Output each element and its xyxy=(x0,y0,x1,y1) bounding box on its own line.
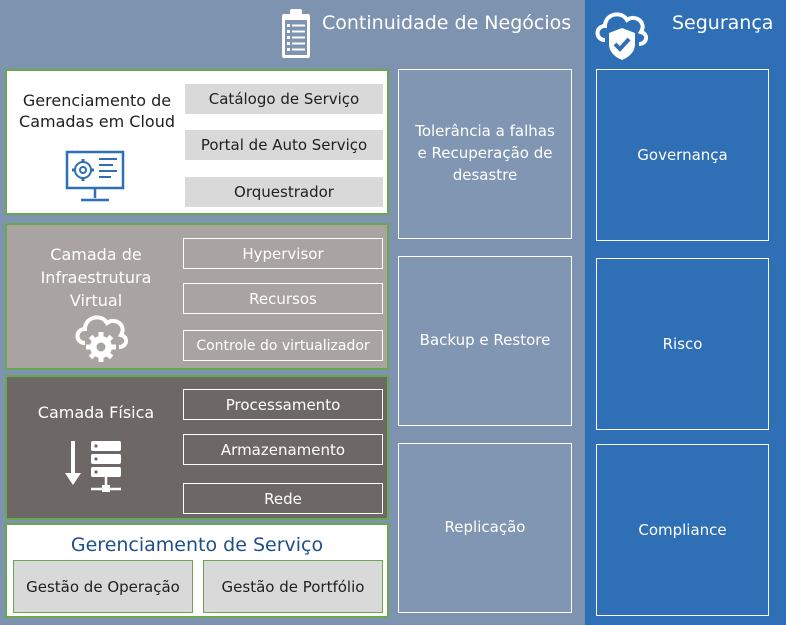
operations-management-item[interactable]: Gestão de Operação xyxy=(13,560,193,613)
physical-layer: Camada Física Processamento Armazenament… xyxy=(5,375,389,520)
virtualizer-control-item[interactable]: Controle do virtualizador xyxy=(183,330,383,361)
security-title: Segurança xyxy=(672,12,774,34)
cloud-management-layer: Gerenciamento de Camadas em Cloud Catálo… xyxy=(5,69,389,215)
cloud-layer-title: Gerenciamento de Camadas em Cloud xyxy=(19,91,175,131)
resources-item[interactable]: Recursos xyxy=(183,283,383,314)
continuity-title: Continuidade de Negócios xyxy=(322,12,572,34)
cloud-gear-icon xyxy=(73,313,129,365)
server-download-icon xyxy=(63,437,127,495)
self-service-portal-item[interactable]: Portal de Auto Serviço xyxy=(185,130,383,160)
portfolio-management-item[interactable]: Gestão de Portfólio xyxy=(203,560,383,613)
processing-item[interactable]: Processamento xyxy=(183,389,383,420)
hypervisor-item[interactable]: Hypervisor xyxy=(183,238,383,269)
catalog-service-item[interactable]: Catálogo de Serviço xyxy=(185,84,383,114)
virtual-layer-title: Camada de Infraestrutura Virtual xyxy=(40,245,152,311)
fault-tolerance-box[interactable]: Tolerância a falhas e Recuperação de des… xyxy=(398,69,572,239)
monitor-settings-icon xyxy=(63,148,127,206)
risk-box[interactable]: Risco xyxy=(596,258,769,430)
virtual-infrastructure-layer: Camada de Infraestrutura Virtual Hypervi… xyxy=(5,223,389,370)
compliance-box[interactable]: Compliance xyxy=(596,444,769,616)
network-item[interactable]: Rede xyxy=(183,483,383,514)
storage-item[interactable]: Armazenamento xyxy=(183,434,383,465)
governance-box[interactable]: Governança xyxy=(596,69,769,241)
orchestrator-item[interactable]: Orquestrador xyxy=(185,177,383,207)
service-management-layer: Gerenciamento de Serviço Gestão de Opera… xyxy=(5,523,389,618)
backup-restore-box[interactable]: Backup e Restore xyxy=(398,256,572,426)
service-management-title: Gerenciamento de Serviço xyxy=(70,534,324,556)
cloud-shield-icon xyxy=(591,6,653,62)
replication-box[interactable]: Replicação xyxy=(398,443,572,613)
clipboard-icon xyxy=(278,6,314,62)
physical-layer-title: Camada Física xyxy=(37,403,155,422)
